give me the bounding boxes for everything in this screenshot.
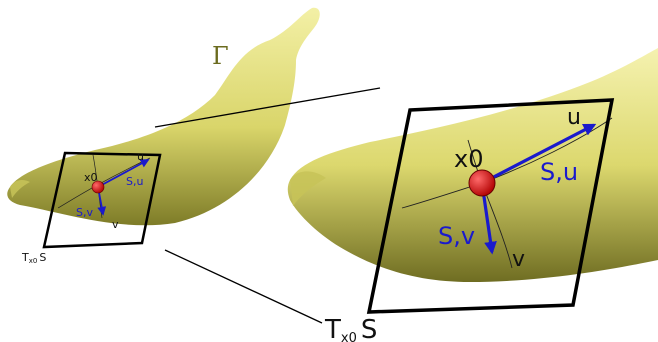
- banana-tip-large: [290, 171, 326, 206]
- banana-tip-small: [10, 179, 30, 198]
- label-u-small: u: [137, 150, 144, 163]
- zoom-line-top: [154, 87, 381, 128]
- label-su-small: S,u: [126, 175, 143, 188]
- point-x0-small: [91, 180, 105, 194]
- label-x0-small: x0: [84, 171, 98, 184]
- label-v-large: v: [512, 247, 525, 272]
- label-v-small: v: [112, 218, 119, 231]
- label-u-large: u: [567, 105, 581, 130]
- label-gamma: Γ: [212, 42, 229, 70]
- label-su-large: S,u: [540, 158, 578, 186]
- banana-surface-small: [7, 7, 320, 226]
- label-sv-large: S,v: [438, 222, 475, 250]
- label-sv-small: S,v: [76, 206, 93, 219]
- zoom-line-bottom: [164, 249, 323, 324]
- tangent-plane-small: [42, 151, 162, 249]
- vector-su-small: [97, 159, 150, 188]
- label-x0-large: x0: [454, 145, 483, 173]
- point-x0-large: [468, 169, 496, 197]
- banana-surface-large: [287, 48, 658, 282]
- tangent-plane-large: [366, 98, 615, 314]
- surface-curve-u-small: [57, 157, 151, 209]
- vector-su-large: [481, 123, 597, 185]
